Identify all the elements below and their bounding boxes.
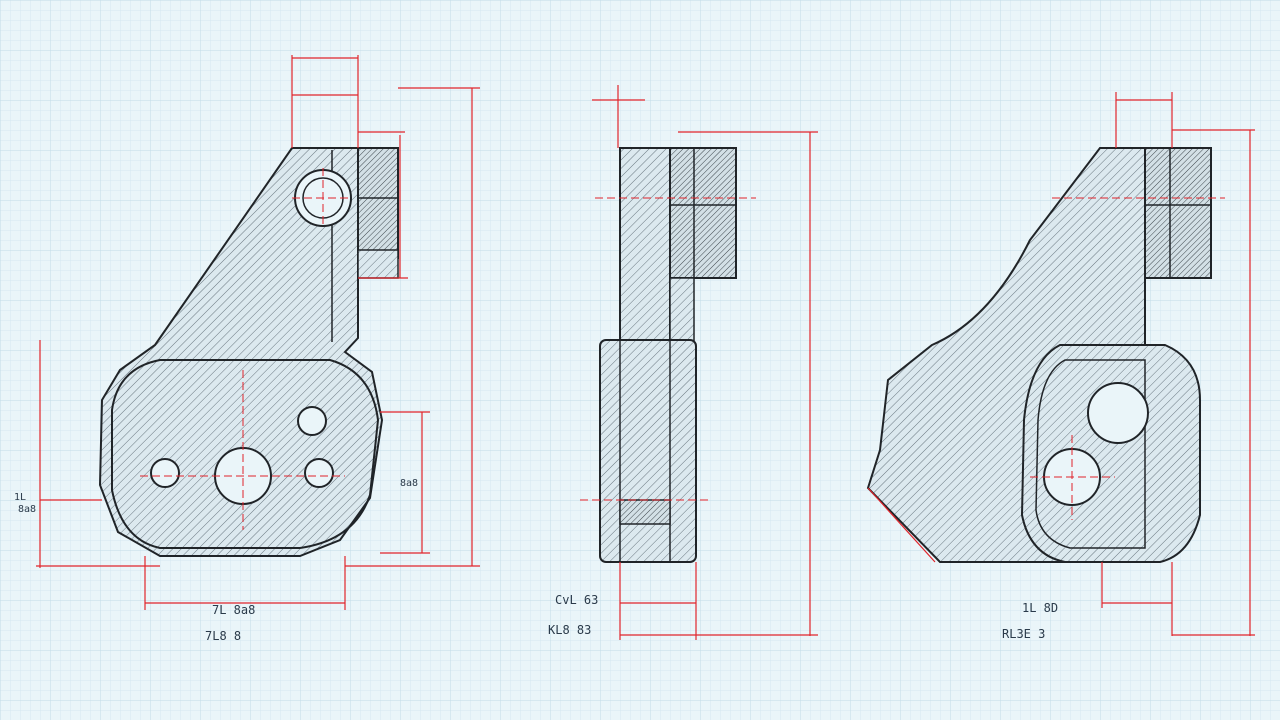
- side-view: CvL 63 KL8 83: [548, 85, 818, 640]
- front-note-1: 7L 8a8: [212, 603, 255, 617]
- side-view-pad: [599, 339, 697, 563]
- right-note-1: 1L 8D: [1022, 601, 1058, 615]
- front-note-2: 7L8 8: [205, 629, 241, 643]
- edge-note-1: 1L: [14, 492, 26, 503]
- side-view-center-lines: [580, 197, 756, 501]
- side-view-pad-foot: [619, 499, 671, 525]
- front-view-hole-right: [304, 458, 334, 488]
- front-view-hole-left: [150, 458, 180, 488]
- isometric-view: 1L 8D RL3E 3: [866, 92, 1255, 641]
- front-view-boss-base: [357, 249, 399, 279]
- side-view-boss: [669, 147, 737, 279]
- side-view-dimensions: [592, 85, 818, 640]
- side-note-2: KL8 83: [548, 623, 591, 637]
- side-view-web-lower: [669, 277, 695, 343]
- iso-view-dimensions: [867, 92, 1255, 636]
- side-view-web: [619, 147, 671, 349]
- front-view-dimensions: [36, 55, 480, 610]
- edge-note-2: 8a8: [18, 504, 36, 515]
- front-view: 7L 8a8 7L8 8 1L 8a8 8a8: [14, 55, 480, 643]
- iso-view-hole-upper: [1087, 382, 1149, 444]
- front-view-pad: [111, 359, 380, 549]
- iso-view-pad-inner: [1035, 359, 1146, 549]
- edge-note-3: 8a8: [400, 478, 418, 489]
- iso-view-boss: [1144, 147, 1212, 279]
- front-view-hole-top-right: [297, 406, 327, 436]
- front-view-center-lines: [140, 168, 352, 530]
- right-note-2: RL3E 3: [1002, 627, 1045, 641]
- side-note-1: CvL 63: [555, 593, 598, 607]
- iso-view-center-lines: [1030, 197, 1225, 520]
- front-view-boss: [357, 147, 399, 259]
- iso-view-pad: [1020, 344, 1201, 563]
